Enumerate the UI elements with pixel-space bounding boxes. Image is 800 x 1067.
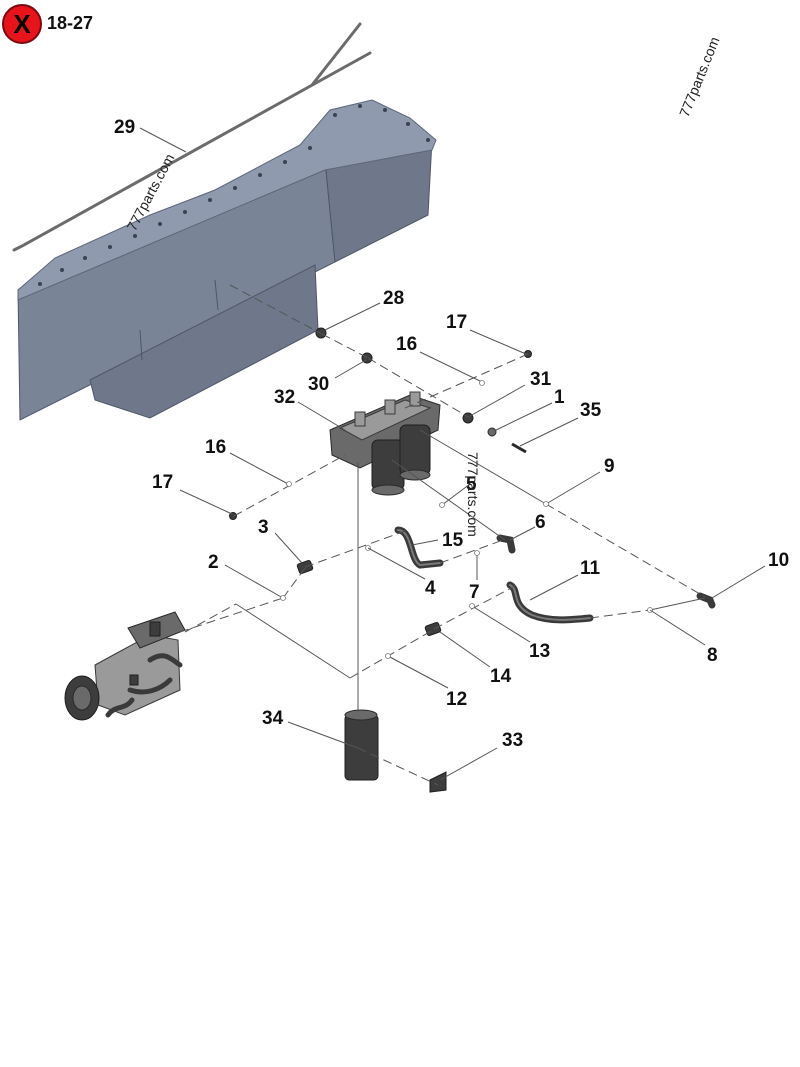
callout-32: 32 — [274, 387, 295, 408]
callout-14: 14 — [490, 666, 512, 687]
callout-10: 10 — [768, 550, 789, 571]
callout-29: 29 — [114, 117, 135, 138]
close-button[interactable]: X — [2, 4, 42, 44]
callout-8: 8 — [707, 645, 718, 666]
callout-12: 12 — [446, 689, 467, 710]
hose-11[interactable] — [506, 581, 594, 624]
callouts: 29 28 17 16 30 31 32 1 35 16 9 17 5 3 6 … — [114, 117, 789, 751]
callout-13: 13 — [529, 641, 550, 662]
close-icon: X — [13, 9, 31, 39]
watermark-center: 777parts.com — [465, 452, 481, 537]
filter-head-assembly[interactable] — [329, 391, 441, 496]
callout-16-top: 16 — [396, 334, 417, 355]
callout-5: 5 — [466, 474, 477, 495]
plug-31[interactable] — [462, 412, 474, 424]
dipstick-rod[interactable] — [12, 22, 372, 252]
callout-1: 1 — [554, 387, 565, 408]
plug-17-left[interactable] — [229, 512, 237, 520]
callout-34: 34 — [262, 708, 284, 729]
bolt-35[interactable] — [511, 442, 527, 454]
fuel-pump[interactable] — [64, 611, 186, 721]
callout-4: 4 — [425, 578, 436, 599]
leader-lines — [139, 127, 766, 786]
callout-28: 28 — [383, 288, 404, 309]
callout-6: 6 — [535, 512, 546, 533]
callout-35: 35 — [580, 400, 602, 421]
callout-16-left: 16 — [205, 437, 226, 458]
callout-17-top: 17 — [446, 312, 467, 333]
callout-33: 33 — [502, 730, 523, 751]
callout-2: 2 — [208, 552, 219, 573]
callout-3: 3 — [258, 517, 269, 538]
callout-9: 9 — [604, 456, 615, 477]
callout-11: 11 — [580, 558, 601, 579]
fitting-14[interactable] — [424, 621, 442, 637]
callout-30: 30 — [308, 374, 329, 395]
callout-31: 31 — [530, 369, 552, 390]
filter-element[interactable] — [344, 709, 379, 781]
page-reference: 18-27 — [47, 13, 94, 33]
callout-17-left: 17 — [152, 472, 173, 493]
watermark-right: 777parts.com — [676, 34, 723, 119]
fuel-tank[interactable] — [17, 99, 437, 421]
callout-7: 7 — [469, 582, 480, 603]
washer-1[interactable] — [487, 427, 497, 437]
decal-33[interactable] — [429, 771, 447, 793]
hose-15[interactable] — [394, 526, 444, 569]
elbow-10[interactable] — [696, 592, 716, 609]
callout-15: 15 — [442, 530, 464, 551]
